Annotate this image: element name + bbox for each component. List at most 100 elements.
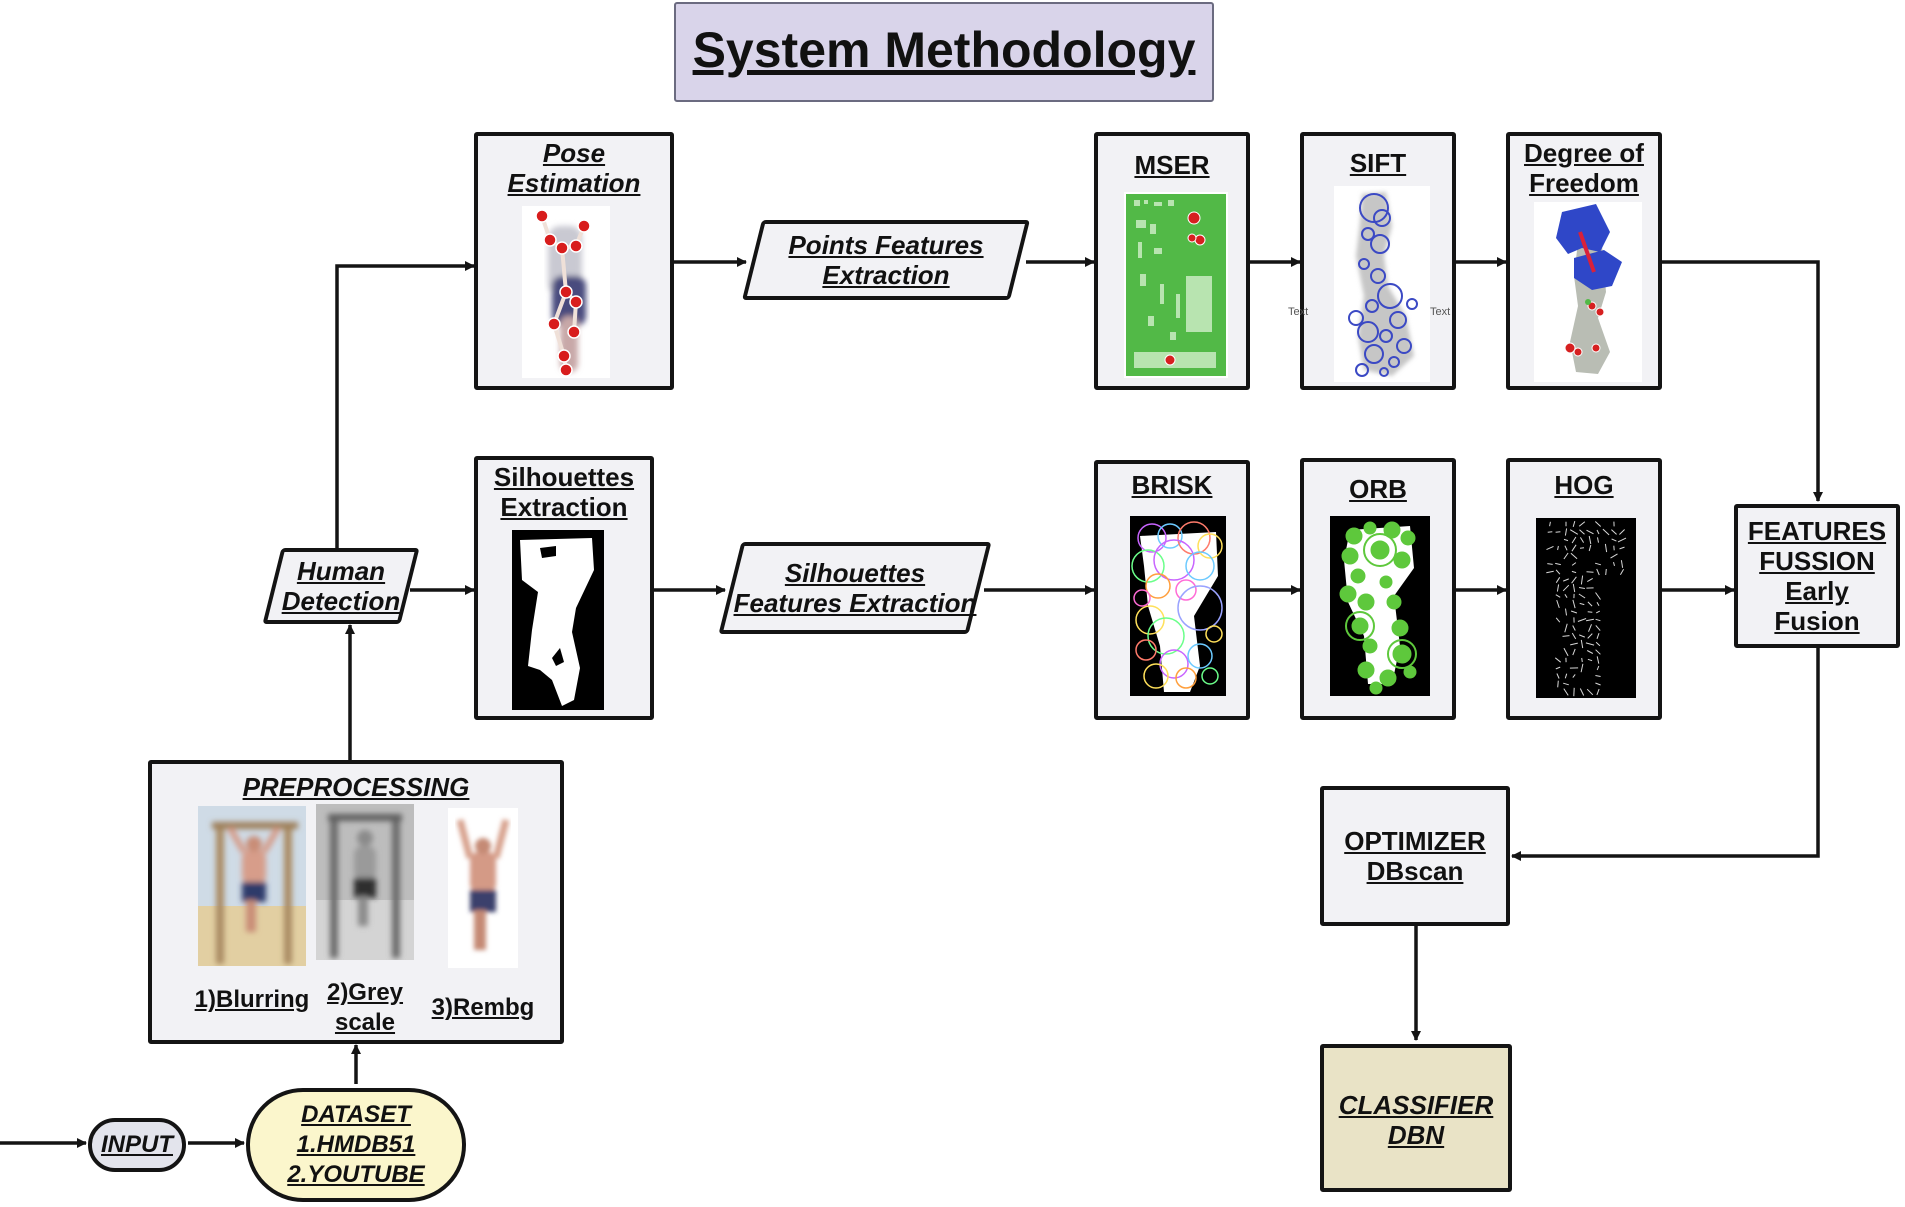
brisk-box: BRISK xyxy=(1094,460,1250,720)
pose-skeleton-image xyxy=(522,206,610,378)
hog-gradient-glyph xyxy=(1580,575,1584,585)
hog-gradient-glyph xyxy=(1595,625,1601,631)
hog-gradient-glyph xyxy=(1586,571,1594,573)
sift-text-right: Text xyxy=(1430,306,1451,318)
hog-gradient-glyph xyxy=(1565,608,1567,616)
hog-gradient-glyph xyxy=(1570,642,1578,646)
step-blurring: 1)Blurring xyxy=(194,986,310,1013)
hog-gradient-glyph xyxy=(1594,521,1602,527)
title-box: System Methodology xyxy=(674,2,1214,102)
hog-gradient-glyph xyxy=(1619,568,1625,576)
hog-gradient-glyph xyxy=(1554,657,1562,663)
hog-gradient-glyph xyxy=(1577,618,1587,622)
hog-gradient-glyph xyxy=(1562,584,1570,592)
page-title: System Methodology xyxy=(692,22,1196,78)
silhouette-mask-image xyxy=(512,530,604,710)
dataset-title: DATASET xyxy=(301,1101,411,1128)
hog-gradient-glyph xyxy=(1571,562,1577,566)
orb-title: ORB xyxy=(1349,474,1407,504)
hog-gradient-glyph xyxy=(1595,610,1601,614)
hog-gradient-glyph xyxy=(1571,576,1577,584)
hog-gradient-glyph xyxy=(1555,569,1561,575)
hog-gradient-glyph xyxy=(1587,577,1593,583)
silhouettes-extraction-box: Silhouettes Extraction xyxy=(474,456,654,720)
hog-gradient-glyph xyxy=(1595,649,1601,655)
hog-gradient-glyph xyxy=(1570,552,1578,560)
hog-gradient-glyph xyxy=(1555,531,1561,533)
sift-box: SIFT Text Text xyxy=(1288,132,1456,390)
step-rembg: 3)Rembg xyxy=(431,994,535,1021)
hog-gradient-glyph xyxy=(1571,570,1577,574)
hog-gradient-glyph xyxy=(1572,674,1576,678)
hog-gradient-glyph xyxy=(1596,529,1600,535)
hog-gradient-glyph xyxy=(1572,625,1576,631)
preprocessing-box: PREPROCESSING xyxy=(148,760,564,1044)
hog-gradient-glyph xyxy=(1620,560,1624,568)
sift-title: SIFT xyxy=(1349,148,1407,178)
hog-gradient-glyph xyxy=(1563,578,1569,582)
human-detection-line2: Detection xyxy=(281,586,401,616)
orb-box: ORB xyxy=(1300,458,1456,720)
hog-gradient-glyph xyxy=(1562,635,1570,637)
arrow-fusion-to-optimizer xyxy=(1511,648,1820,861)
mser-box: MSER xyxy=(1094,132,1250,390)
dataset-item-youtube: 2.YOUTUBE xyxy=(287,1161,425,1188)
mser-title: MSER xyxy=(1134,150,1210,180)
silhouettes-features-node: Silhouettes Features Extraction xyxy=(722,542,988,634)
hog-gradient-glyph xyxy=(1571,536,1577,544)
hog-gradient-glyph xyxy=(1580,663,1584,673)
points-features-line2: Extraction xyxy=(822,260,950,290)
hog-gradient-glyph xyxy=(1556,584,1560,592)
hog-gradient-glyph xyxy=(1555,594,1561,598)
hog-gradient-glyph xyxy=(1564,545,1568,551)
hog-gradient-glyph xyxy=(1571,632,1577,640)
fusion-line2: FUSSION xyxy=(1759,546,1875,576)
hog-image xyxy=(1536,518,1636,698)
hog-gradient-glyph xyxy=(1580,639,1584,649)
fusion-line3: Early xyxy=(1785,576,1849,606)
hog-gradient-glyph xyxy=(1570,610,1578,614)
hog-gradient-glyph xyxy=(1555,617,1561,623)
hog-gradient-glyph xyxy=(1604,543,1608,553)
hog-gradient-glyph xyxy=(1563,688,1569,696)
hog-gradient-glyph xyxy=(1563,647,1569,657)
preprocessing-title: PREPROCESSING xyxy=(242,772,470,802)
hog-gradient-glyph xyxy=(1596,601,1600,607)
blurring-image xyxy=(198,806,306,966)
hog-gradient-glyph xyxy=(1572,648,1576,656)
human-detection-node: Human Detection xyxy=(268,548,414,624)
classifier-box: CLASSIFIER DBN xyxy=(1320,1044,1512,1192)
orb-image xyxy=(1330,516,1430,696)
optimizer-box: OPTIMIZER DBscan xyxy=(1320,786,1510,926)
silhouettes-title-line2: Extraction xyxy=(500,492,628,522)
hog-gradient-glyph xyxy=(1557,545,1559,551)
hog-gradient-glyph xyxy=(1555,577,1561,583)
hog-gradient-glyph xyxy=(1587,633,1593,639)
hog-gradient-glyph xyxy=(1602,528,1610,536)
points-features-line1: Points Features xyxy=(788,230,984,260)
hog-gradient-glyph xyxy=(1572,520,1576,528)
hog-gradient-glyph xyxy=(1579,537,1585,543)
hog-gradient-glyph xyxy=(1594,562,1602,566)
hog-gradient-glyph xyxy=(1579,602,1585,606)
fusion-line1: FEATURES xyxy=(1747,516,1887,546)
step-grey-line2: scale xyxy=(334,1009,396,1036)
hog-gradient-glyph xyxy=(1605,568,1607,576)
dataset-node: DATASET 1.HMDB51 2.YOUTUBE xyxy=(246,1088,466,1202)
dof-title-line1: Degree of xyxy=(1524,138,1644,168)
hog-gradient-glyph xyxy=(1578,593,1586,599)
points-features-node: Points Features Extraction xyxy=(748,220,1024,300)
hog-gradient-glyph xyxy=(1619,546,1625,550)
silhouettes-features-line2: Features Extraction xyxy=(733,588,977,618)
mser-image xyxy=(1124,192,1228,378)
human-detection-line1: Human xyxy=(296,556,386,586)
hog-gradient-glyph xyxy=(1549,521,1551,527)
hog-gradient-glyph xyxy=(1586,618,1594,622)
hog-gradient-glyph xyxy=(1563,552,1569,560)
hog-title: HOG xyxy=(1554,470,1614,500)
hog-gradient-glyph xyxy=(1564,528,1568,536)
greyscale-image xyxy=(316,804,414,960)
hog-gradient-glyph xyxy=(1596,656,1600,664)
arrow-dof-to-fusion xyxy=(1662,260,1823,502)
